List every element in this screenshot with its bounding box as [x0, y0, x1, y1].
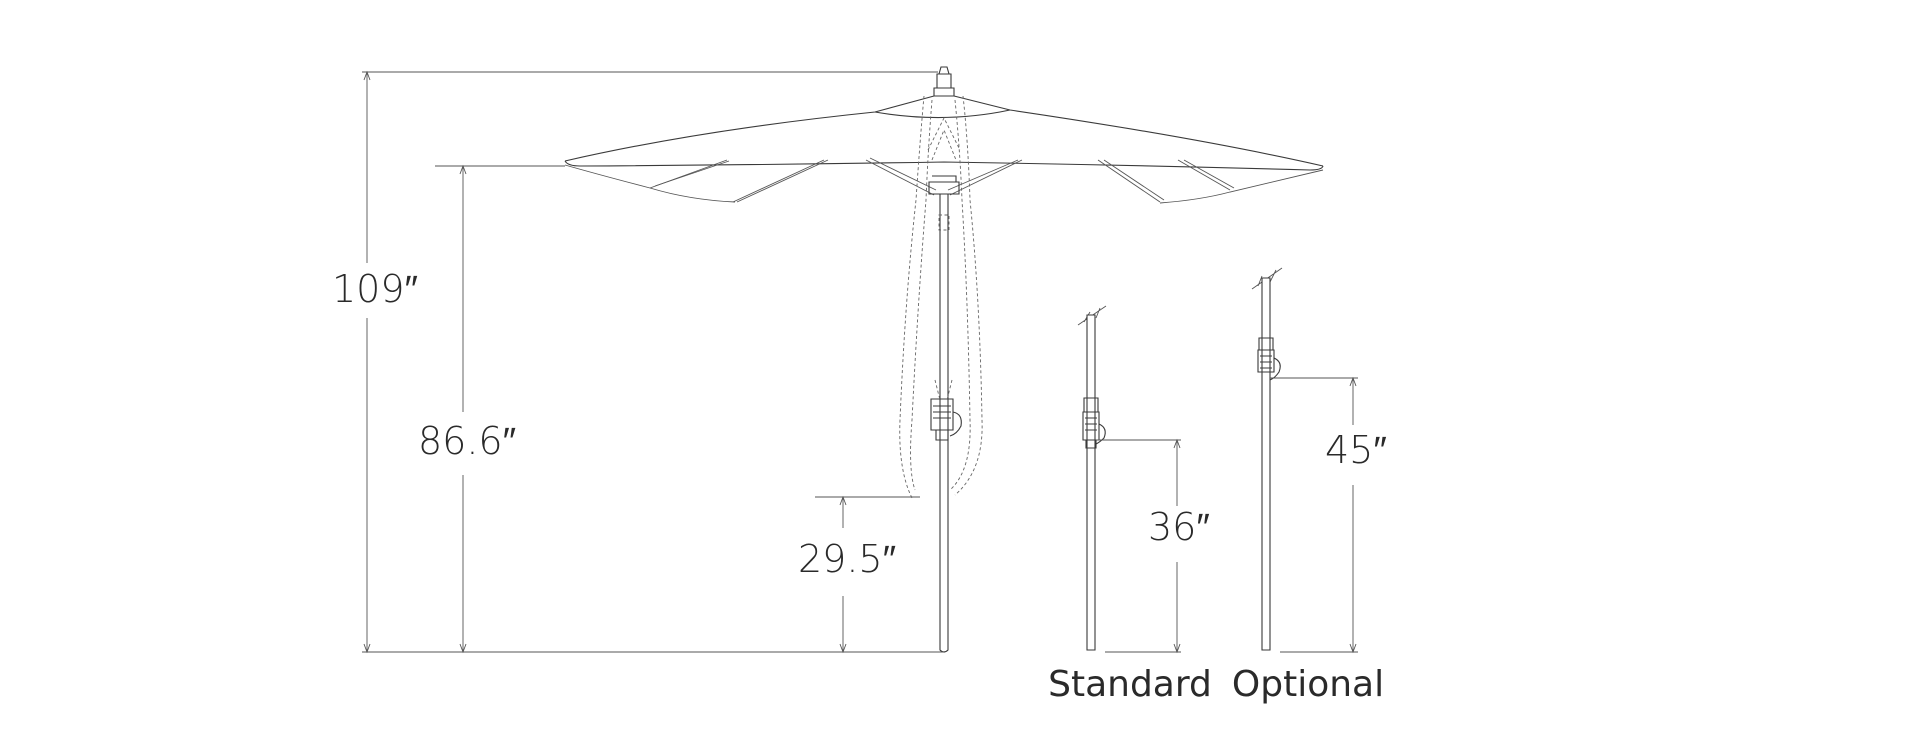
canopy-height-label: 86.6″	[418, 419, 516, 463]
standard-crank-drawing	[1077, 305, 1181, 654]
optional-crank-drawing	[1251, 267, 1358, 654]
optional-caption: Optional	[1232, 664, 1384, 705]
standard-crank-height-label: 36″	[1148, 505, 1210, 549]
optional-crank-height-label: 45″	[1325, 428, 1387, 472]
canopy-clearance-label: 29.5″	[798, 537, 896, 581]
total-height-label: 109″	[332, 267, 418, 311]
standard-caption: Standard	[1048, 664, 1212, 705]
dimension-lines	[362, 70, 944, 654]
umbrella-drawing	[564, 66, 1324, 653]
